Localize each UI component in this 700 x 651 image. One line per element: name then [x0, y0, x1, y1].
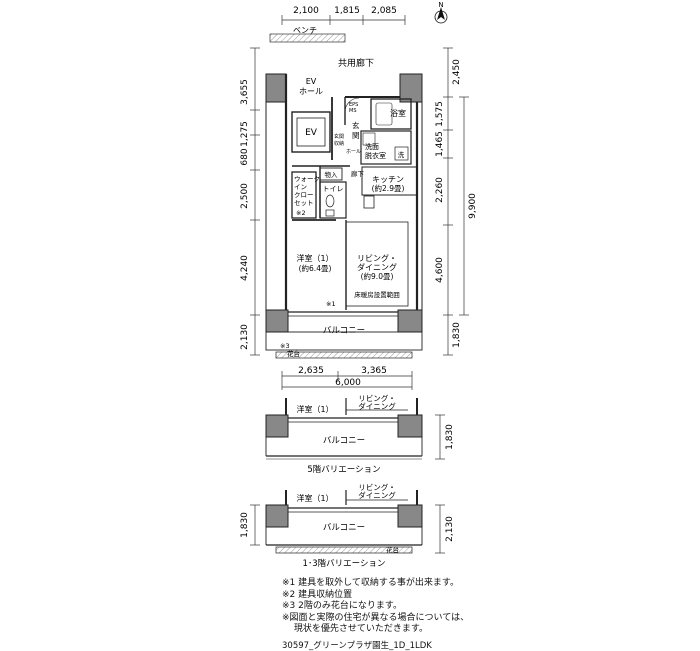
var13-living-label-2: ダイニング: [358, 490, 396, 500]
note-line: ※2 建具収納位置: [282, 589, 353, 600]
left-dimension-line: [250, 47, 260, 356]
variation-1-3f: [250, 490, 445, 554]
left-dim-2: 1,275: [240, 121, 250, 147]
var5-balcony-label: バルコニー: [323, 436, 365, 446]
var5-living-label-1: リビング・: [358, 393, 396, 403]
left-dim-5: 4,240: [240, 255, 250, 281]
note-line: ※3 2階のみ花台になります。: [282, 601, 402, 611]
ev-hall-label-1: EV: [306, 77, 317, 86]
var13-right-dim: 2,130: [445, 516, 455, 542]
var5-western-label: 洋室（1）: [296, 404, 333, 414]
bottom-total-dim: 6,000: [335, 378, 361, 388]
bath-label: 浴室: [390, 108, 406, 118]
north-label: N: [438, 1, 443, 9]
note-line: ※図面と実際の住宅が異なる場合については、: [282, 612, 470, 623]
var13-western-label: 洋室（1）: [296, 493, 333, 503]
top-dimension-line: [281, 15, 406, 25]
flower-bed-label: 花台: [287, 349, 300, 358]
north-arrow-icon: [434, 7, 448, 24]
washroom-label-2: 脱衣室: [365, 151, 386, 160]
main-unit-walls: [265, 73, 423, 359]
bottom-dim-1: 2,635: [298, 366, 324, 376]
right-dimension-line: [443, 47, 469, 356]
right-dim-5: 4,600: [435, 257, 445, 283]
left-dim-1: 3,655: [240, 79, 250, 105]
kitchen-label-1: キッチン: [372, 175, 404, 184]
bench-area: [269, 33, 346, 43]
notes-block: ※1 建具を取外して収納する事が出来ます。 ※2 建具収納位置 ※3 2階のみ花…: [282, 578, 469, 636]
top-dim-3: 2,085: [371, 6, 397, 16]
right-dim-2: 1,575: [435, 101, 445, 127]
living-label-2: ダイニング: [357, 262, 397, 272]
left-dim-6: 2,130: [240, 324, 250, 350]
left-dim-3: 680: [240, 148, 250, 165]
right-dim-6: 1,830: [452, 322, 462, 348]
hallway-label: 廊下: [351, 169, 365, 178]
variation-5f: [265, 398, 445, 460]
right-total-dim: 9,900: [468, 193, 478, 219]
storage-label: 物入: [325, 170, 339, 179]
var5-caption: 5階バリエーション: [307, 464, 380, 475]
living-label-3: (約9.0畳): [361, 271, 394, 281]
shoe-box-label-2: 収納: [334, 140, 344, 147]
kitchen-label-2: (約2.9畳): [372, 183, 405, 193]
var13-flower-bed-label: 花台: [386, 545, 399, 554]
right-dim-4: 2,260: [435, 177, 445, 203]
western-room-label-2: (約6.4畳): [299, 263, 332, 273]
eps-ms-label-1: EPS: [349, 102, 358, 108]
western-room-label-1: 洋室（1）: [296, 253, 333, 263]
living-label-1: リビング・: [357, 253, 397, 263]
note-mark-3: ※3: [280, 342, 290, 350]
hall-storage-label: ホール: [346, 149, 361, 155]
right-dim-1: 2,450: [452, 59, 462, 85]
entrance-label-1: 玄: [352, 120, 360, 130]
eps-ms-label-2: MS: [349, 108, 357, 114]
walkin-label-4: セット: [294, 199, 314, 207]
var13-balcony-label: バルコニー: [323, 523, 365, 533]
top-dim-2: 1,815: [334, 6, 360, 16]
left-dim-4: 2,500: [240, 183, 250, 209]
var13-living-label-1: リビング・: [358, 482, 396, 492]
var13-left-dim: 1,830: [240, 512, 250, 538]
walkin-label-3: クロー: [294, 191, 314, 199]
bottom-dimension-line: [281, 371, 413, 390]
var5-right-dim: 1,830: [445, 424, 455, 450]
walkin-label-1: ウォーク: [294, 175, 320, 183]
floor-heating-label: 床暖房設置範囲: [354, 290, 400, 299]
right-dim-3: 1,465: [435, 131, 445, 157]
entrance-label-2: 関: [352, 131, 360, 140]
shoe-box-label-1: 玄関: [334, 133, 344, 140]
toilet-label: トイレ: [323, 185, 344, 193]
washroom-label-1: 洗面: [365, 142, 379, 151]
var13-caption: 1･3階バリエーション: [303, 558, 386, 569]
note-mark-1: ※1: [326, 300, 336, 308]
bottom-dim-2: 3,365: [361, 366, 387, 376]
balcony-label: バルコニー: [323, 326, 365, 336]
ev-hall-label-2: ホール: [299, 87, 323, 96]
walkin-label-5: ※2: [296, 209, 306, 217]
top-dim-1: 2,100: [293, 6, 319, 16]
ev-label: EV: [305, 128, 318, 138]
bench-label: ベンチ: [293, 26, 317, 35]
var5-living-label-2: ダイニング: [358, 401, 396, 411]
note-line: ※1 建具を取外して収納する事が出来ます。: [282, 578, 459, 588]
walkin-label-2: イン: [294, 183, 307, 191]
note-line: 現状を優先させていただきます。: [282, 624, 428, 634]
plan-code: 30597_グリーンプラザ園生_1D_1LDK: [282, 641, 432, 651]
corridor-label: 共用廊下: [338, 57, 374, 69]
wash-label: 洗: [398, 150, 405, 159]
